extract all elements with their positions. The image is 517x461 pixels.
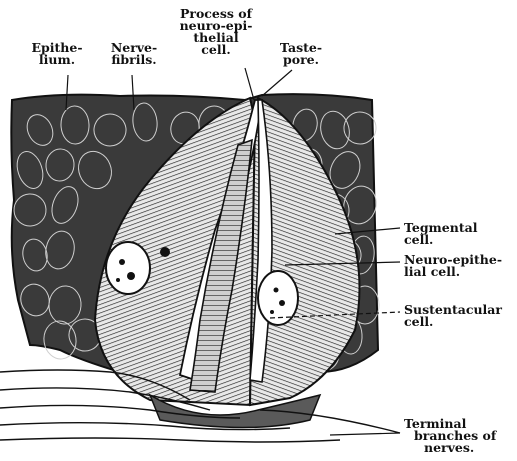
label-epithelium-line2: lium.: [22, 54, 92, 66]
label-process-line4: cell.: [168, 44, 264, 56]
nerve-fiber: [0, 405, 240, 418]
label-taste-pore-line2: pore.: [272, 54, 330, 66]
label-terminal-line3: nerves.: [404, 442, 496, 454]
left-cell-nucleus: [106, 242, 150, 294]
label-epithelium: Epithe- lium.: [22, 42, 92, 66]
label-sustentacular-line2: cell.: [404, 316, 502, 328]
label-taste-pore: Taste- pore.: [272, 42, 330, 66]
label-neuro-epithelial-line2: lial cell.: [404, 266, 502, 278]
label-nerve-fibrils-line2: fibrils.: [102, 54, 166, 66]
label-nerve-fibrils: Nerve- fibrils.: [102, 42, 166, 66]
nerve-fiber: [0, 438, 340, 442]
label-tegmental-line2: cell.: [404, 234, 477, 246]
label-neuro-epithelial-cell: Neuro-epithe- lial cell.: [404, 254, 502, 278]
right-cell-nucleus: [258, 271, 298, 325]
label-process-neuro-epithelial: Process of neuro-epi- thelial cell.: [168, 8, 264, 56]
label-tegmental-cell: Tegmental cell.: [404, 222, 477, 246]
label-terminal-branches: Terminal branches of nerves.: [404, 418, 496, 454]
label-sustentacular-cell: Sustentacular cell.: [404, 304, 502, 328]
